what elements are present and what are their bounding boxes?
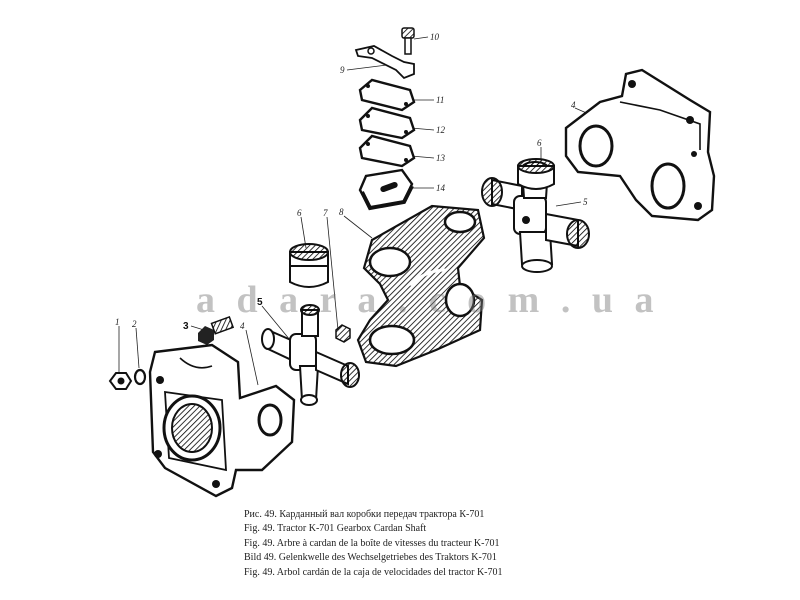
label-6-left: 6	[297, 208, 302, 218]
bolt-part-10	[401, 27, 415, 55]
bolt-part-3	[198, 315, 235, 345]
caption-german: Bild 49. Gelenkwelle des Wechselgetriebe…	[244, 552, 497, 564]
label-7: 7	[323, 208, 328, 218]
caption-english: Fig. 49. Tractor K-701 Gearbox Cardan Sh…	[244, 523, 427, 535]
nut-part-1	[108, 372, 133, 390]
caption-russian: Рис. 49. Карданный вал коробки передач т…	[244, 509, 485, 520]
flange-yoke-right-part-4	[564, 68, 716, 222]
lock-plate-part-9	[354, 45, 415, 80]
center-housing-part-8	[356, 204, 486, 368]
figure-captions: Рис. 49. Карданный вал коробки передач т…	[244, 508, 604, 580]
gasket-part-12	[358, 106, 416, 140]
caption-spanish: Fig. 49. Arbol cardán de la caja de velo…	[244, 566, 503, 578]
gasket-part-13	[358, 134, 416, 168]
label-5-left: 5	[257, 297, 263, 308]
label-5-right: 5	[583, 197, 588, 207]
caption-french: Fig. 49. Arbre à cardan de la boîte de v…	[244, 537, 500, 549]
label-9: 9	[340, 65, 345, 75]
flange-yoke-left-part-4	[148, 343, 296, 498]
label-4-left: 4	[240, 321, 245, 331]
label-10: 10	[430, 32, 440, 42]
label-8: 8	[339, 207, 344, 217]
label-1: 1	[115, 317, 120, 327]
bearing-cup-right-part-6	[517, 158, 555, 190]
callout-labels: 1 2 3 4 5 6 7 8 9 10 11 12 13 14 4 6 5	[115, 32, 588, 332]
label-13: 13	[436, 153, 446, 163]
gasket-part-11	[358, 78, 416, 112]
label-12: 12	[436, 125, 446, 135]
bearing-cup-left-part-6	[289, 243, 329, 288]
label-2: 2	[132, 319, 137, 329]
label-14: 14	[436, 183, 446, 193]
label-6-right: 6	[537, 138, 542, 148]
cross-left-part-5	[261, 304, 360, 406]
washer-part-2	[133, 368, 147, 386]
label-4-right: 4	[571, 100, 576, 110]
label-11: 11	[436, 95, 444, 105]
watermark: a d a r a . c o m . u a	[196, 279, 660, 321]
grease-fitting-part-7	[335, 324, 351, 343]
cover-part-14	[358, 168, 414, 211]
label-3: 3	[183, 321, 189, 332]
